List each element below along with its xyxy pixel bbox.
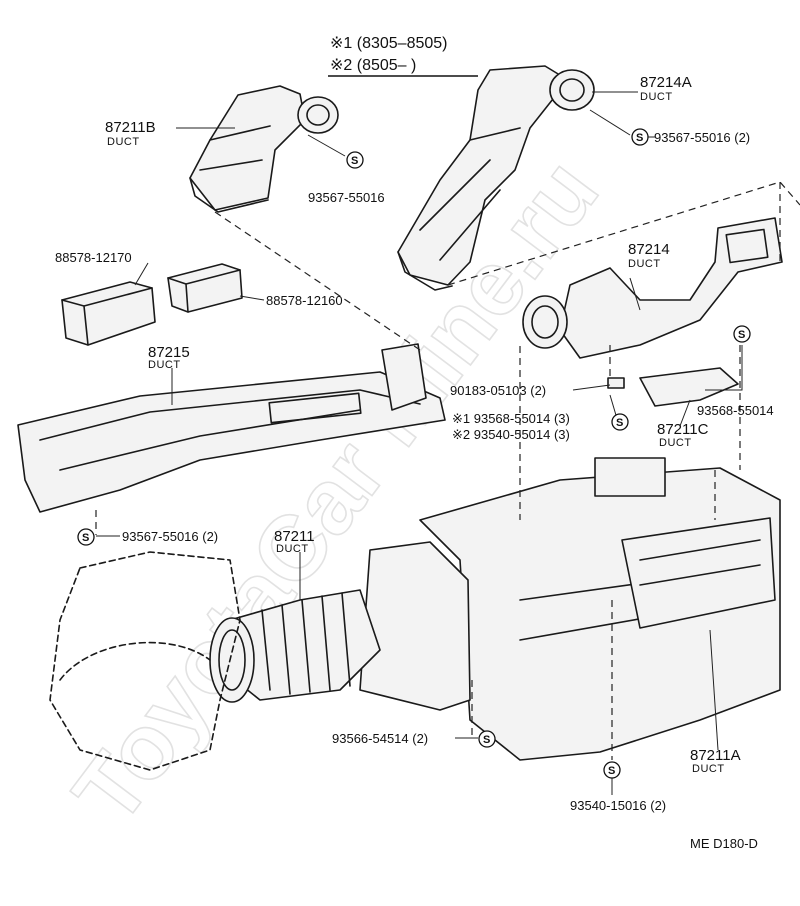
svg-text:S: S: [608, 765, 615, 777]
svg-text:DUCT: DUCT: [640, 91, 673, 103]
svg-text:87211A: 87211A: [690, 747, 741, 764]
s-symbol-93566-54514: S: [478, 730, 496, 748]
callout-90183-05103: 90183-05103 (2): [450, 383, 546, 398]
svg-text:87214A: 87214A: [640, 74, 692, 91]
svg-text:DUCT: DUCT: [107, 136, 140, 148]
svg-text:DUCT: DUCT: [628, 258, 661, 270]
callout-88578-12170: 88578-12170: [55, 250, 132, 265]
callout-note1: ※1 93568-55014 (3): [452, 411, 570, 426]
callout-93566-54514: 93566-54514 (2): [332, 731, 428, 746]
s-symbol-93568-55014: S: [733, 325, 751, 343]
diagram-code: ME D180-D: [690, 836, 758, 851]
svg-text:87215: 87215: [148, 344, 190, 361]
svg-text:S: S: [82, 532, 89, 544]
duct-87211b-drawing: [189, 85, 339, 213]
svg-text:S: S: [636, 132, 643, 144]
svg-text:87211: 87211: [274, 528, 315, 545]
callout-note2: ※2 93540-55014 (3): [452, 427, 570, 442]
s-symbol-93540-15016: S: [603, 761, 621, 779]
s-symbol-93567-55016-2-top: S: [631, 128, 649, 146]
s-symbol-93567-55016-2-left: S: [77, 528, 95, 546]
svg-text:S: S: [738, 329, 745, 341]
svg-text:S: S: [351, 155, 358, 167]
callout-93567-55016-2-left: 93567-55016 (2): [122, 529, 218, 544]
callout-93567-55016: 93567-55016: [308, 190, 385, 205]
svg-text:87211C: 87211C: [657, 421, 709, 438]
svg-text:DUCT: DUCT: [692, 763, 725, 775]
label-87211: 87211 DUCT: [274, 528, 315, 555]
callout-88578-12160: 88578-12160: [266, 293, 343, 308]
blower-unit-drawing: [49, 551, 241, 771]
svg-text:DUCT: DUCT: [276, 543, 309, 555]
svg-text:S: S: [483, 734, 490, 746]
duct-87211c-drawing: [607, 367, 739, 407]
svg-text:S: S: [616, 417, 623, 429]
duct-87214a-drawing: [397, 65, 595, 291]
label-87214a: 87214A DUCT: [640, 74, 692, 103]
svg-text:87214: 87214: [628, 241, 670, 258]
s-symbol-notes: S: [611, 413, 629, 431]
legend-line-1: ※1 (8305–8505): [330, 35, 448, 52]
svg-text:DUCT: DUCT: [148, 359, 181, 371]
heater-unit-drawing: [419, 457, 781, 761]
filter-88578-12170-drawing: [61, 281, 156, 346]
svg-text:DUCT: DUCT: [659, 437, 692, 449]
label-87211a: 87211A DUCT: [690, 747, 741, 775]
label-87214: 87214 DUCT: [628, 241, 670, 270]
svg-text:87211B: 87211B: [105, 119, 156, 136]
label-87211b: 87211B DUCT: [105, 119, 156, 148]
leader-lines: [96, 91, 743, 795]
s-symbol-93567-55016: S: [346, 151, 364, 169]
callout-93567-55016-2-top: 93567-55016 (2): [654, 130, 750, 145]
assembly-lines: [95, 181, 800, 760]
duct-87215-drawing: [17, 343, 446, 513]
duct-87211-drawing: [209, 541, 471, 711]
label-87215: 87215 DUCT: [148, 344, 190, 371]
legend-line-2: ※2 (8505– ): [330, 57, 416, 74]
legend: ※1 (8305–8505) ※2 (8505– ): [328, 35, 478, 77]
callout-93568-55014: 93568-55014: [697, 403, 774, 418]
callout-93540-15016: 93540-15016 (2): [570, 798, 666, 813]
filter-88578-12160-drawing: [167, 263, 243, 313]
label-87211c: 87211C DUCT: [657, 421, 709, 449]
duct-87214-drawing: [522, 217, 783, 359]
